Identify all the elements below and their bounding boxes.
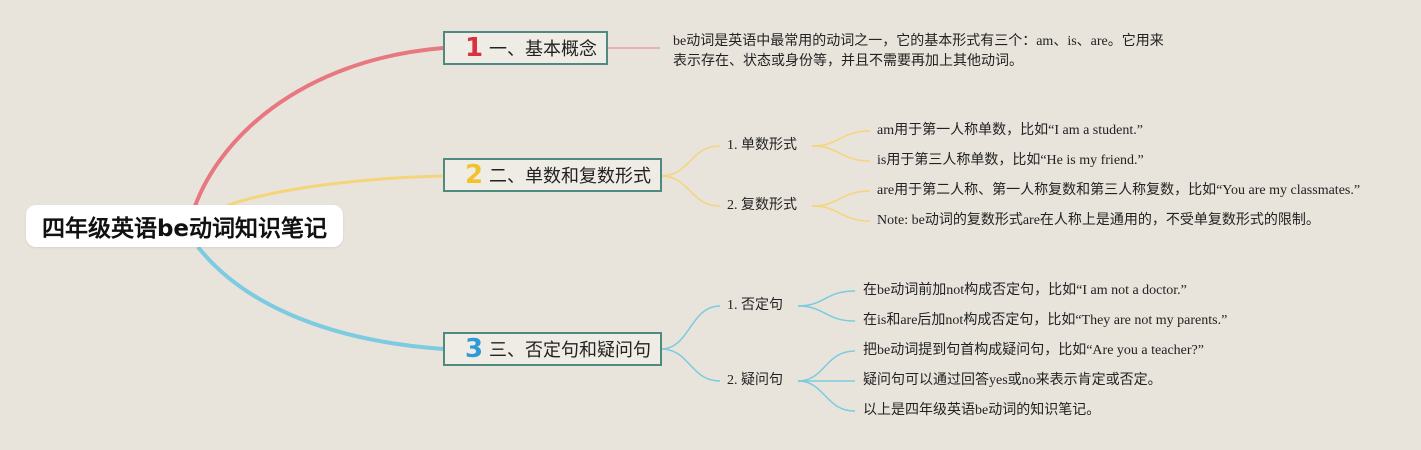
leaf-question-3: 以上是四年级英语be动词的知识笔记。: [863, 403, 1101, 418]
leaf-negative-1: 在be动词前加not构成否定句，比如“I am not a doctor.”: [863, 283, 1187, 298]
branch-title-1: 一、基本概念: [489, 39, 597, 60]
sub-plural-form[interactable]: 2. 复数形式: [727, 198, 797, 213]
link-root-branch2: [227, 174, 444, 207]
leaf-negative-2: 在is和are后加not构成否定句，比如“They are not my par…: [863, 313, 1228, 328]
branch-title-3: 三、否定句和疑问句: [489, 340, 651, 361]
leaf-am-usage: am用于第一人称单数，比如“I am a student.”: [877, 123, 1143, 138]
leaf-are-usage: are用于第二人称、第一人称复数和第三人称复数，比如“You are my cl…: [877, 183, 1361, 198]
leaf-plural-note: Note: be动词的复数形式are在人称上是通用的，不受单复数形式的限制。: [877, 213, 1320, 228]
link-sub-3-2-c: [797, 380, 856, 412]
link-root-branch1: [190, 46, 444, 216]
branch-title-2: 二、单数和复数形式: [489, 166, 651, 187]
link-sub-3-1-b: [797, 305, 856, 322]
link-root-branch3: [196, 245, 444, 351]
link-sub-2-2-a: [811, 190, 871, 207]
root-topic[interactable]: 四年级英语be动词知识笔记: [26, 205, 343, 247]
sub-question[interactable]: 2. 疑问句: [727, 373, 783, 388]
branch1-text-line-1: be动词是英语中最常用的动词之一，它的基本形式有三个：am、is、are。它用来: [673, 34, 1164, 49]
link-sub-3-1-a: [797, 290, 856, 307]
branch-number-2: 2: [464, 160, 484, 190]
link-branch2-sub2: [660, 175, 721, 207]
leaf-is-usage: is用于第三人称单数，比如“He is my friend.”: [877, 153, 1144, 168]
link-sub-3-2-a: [797, 350, 856, 382]
leaf-question-1: 把be动词提到句首构成疑问句，比如“Are you a teacher?”: [863, 343, 1204, 358]
branch-number-1: 1: [464, 33, 484, 63]
link-sub-2-2-b: [811, 205, 871, 222]
branch-negative-question[interactable]: 3 三、否定句和疑问句: [443, 332, 662, 366]
branch1-text-line-2: 表示存在、状态或身份等，并且不需要再加上其他动词。: [673, 54, 1023, 69]
link-sub-2-1-a: [811, 130, 871, 147]
link-branch2-sub1: [660, 145, 721, 177]
branch-number-3: 3: [464, 334, 484, 364]
branch-basic-concept[interactable]: 1 一、基本概念: [443, 31, 608, 65]
link-branch3-sub1: [660, 305, 721, 350]
leaf-question-2: 疑问句可以通过回答yes或no来表示肯定或否定。: [863, 373, 1162, 388]
branch-singular-plural[interactable]: 2 二、单数和复数形式: [443, 158, 662, 192]
sub-negative[interactable]: 1. 否定句: [727, 298, 783, 313]
link-branch3-sub2: [660, 348, 721, 382]
link-sub-2-1-b: [811, 145, 871, 162]
sub-singular-form[interactable]: 1. 单数形式: [727, 138, 797, 153]
